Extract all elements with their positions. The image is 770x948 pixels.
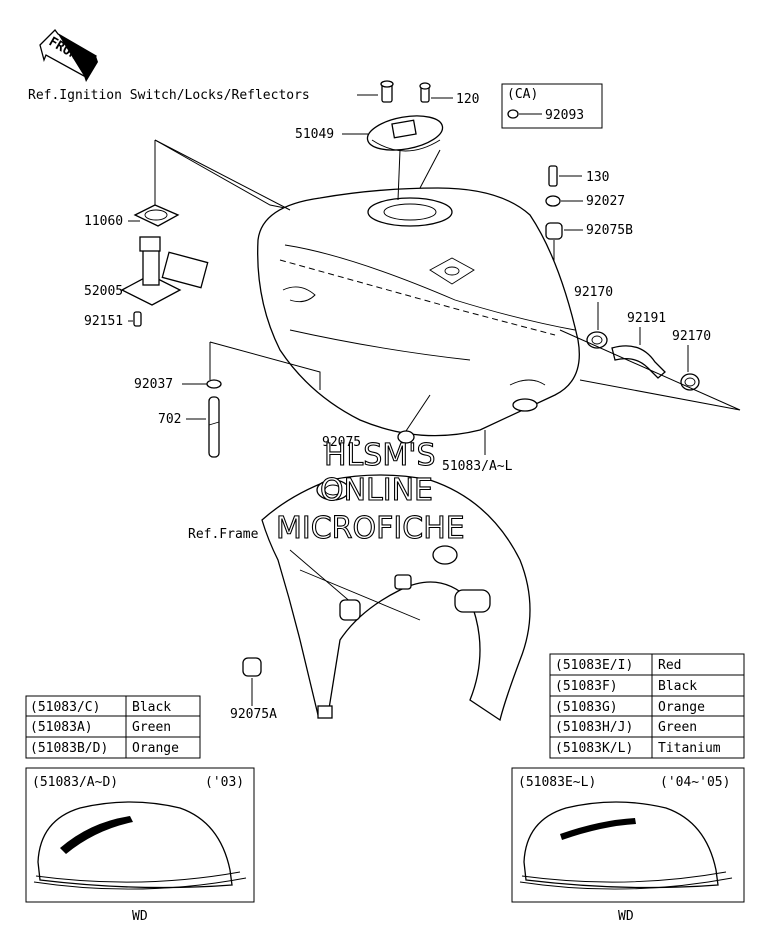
- fuel-cap-icon: [366, 115, 444, 152]
- front-direction-badge: FRONT: [39, 29, 98, 82]
- part-702: 702: [158, 412, 181, 427]
- variant-right-footer: WD: [618, 909, 634, 924]
- table-cell: (51083B/D): [30, 741, 108, 756]
- part-92170-a: 92170: [574, 285, 613, 300]
- variant-left-footer: WD: [132, 909, 148, 924]
- part-52005: 52005: [84, 284, 123, 299]
- color-table-left: (51083/C) Black (51083A) Green (51083B/D…: [25, 695, 201, 759]
- watermark: HLSM'S ONLINE MICROFICHE: [275, 437, 465, 546]
- table-cell: (51083F): [555, 679, 618, 694]
- table-cell: (51083G): [555, 700, 618, 715]
- table-cell: (51083E/I): [555, 658, 633, 673]
- part-92093: 92093: [545, 108, 584, 123]
- bolt-120-icon: [380, 80, 431, 103]
- part-92191: 92191: [627, 311, 666, 326]
- part-92075b: 92075B: [586, 223, 633, 238]
- part-92027: 92027: [586, 194, 625, 209]
- rubber-damper-icon: [242, 657, 262, 677]
- table-cell: (51083/C): [30, 700, 100, 715]
- color-table-right: (51083E/I) Red (51083F) Black (51083G) O…: [549, 653, 745, 759]
- gasket-icon: [133, 204, 180, 227]
- table-cell: Green: [132, 720, 171, 735]
- ref-frame-label: Ref.Frame: [188, 527, 259, 542]
- part-11060: 11060: [84, 214, 123, 229]
- table-cell: (51083K/L): [555, 741, 633, 756]
- part-92151: 92151: [84, 314, 123, 329]
- variant-left-code: (51083/A~D): [32, 775, 118, 790]
- ca-box: (CA) 92093: [501, 83, 603, 129]
- table-cell: Orange: [658, 700, 705, 715]
- part-51083: 51083/A~L: [442, 459, 513, 474]
- variant-right-year: ('04~'05): [660, 775, 730, 790]
- part-130: 130: [586, 170, 609, 185]
- drain-tube-icon: [208, 396, 220, 458]
- table-cell: (51083A): [30, 720, 93, 735]
- part-92170-b: 92170: [672, 329, 711, 344]
- variant-left-year: ('03): [205, 775, 244, 790]
- part-51049: 51049: [295, 127, 334, 142]
- fuel-pump-icon: [120, 236, 209, 306]
- table-cell: Black: [658, 679, 697, 694]
- part-92037: 92037: [134, 377, 173, 392]
- variant-right-code: (51083E~L): [518, 775, 596, 790]
- table-cell: Titanium: [658, 741, 721, 756]
- table-cell: (51083H/J): [555, 720, 633, 735]
- fuel-tank-icon: [257, 187, 580, 437]
- watermark-line-1: HLSM'S: [324, 438, 436, 473]
- variant-box-left: (51083/A~D) ('03) WD: [25, 767, 255, 924]
- watermark-line-3: MICROFICHE: [276, 511, 465, 546]
- table-cell: Red: [658, 658, 681, 673]
- watermark-line-2: ONLINE: [320, 473, 433, 508]
- part-92075a: 92075A: [230, 707, 277, 722]
- part-120: 120: [456, 92, 479, 107]
- frame-icon: [261, 474, 531, 722]
- table-cell: Black: [132, 700, 171, 715]
- ca-title: (CA): [507, 87, 538, 102]
- variant-box-right: (51083E~L) ('04~'05) WD: [511, 767, 745, 924]
- part-92075: 92075: [322, 435, 361, 450]
- clamp-icon: [586, 331, 608, 349]
- ref-ignition-label: Ref.Ignition Switch/Locks/Reflectors: [28, 88, 310, 103]
- table-cell: Green: [658, 720, 697, 735]
- table-cell: Orange: [132, 741, 179, 756]
